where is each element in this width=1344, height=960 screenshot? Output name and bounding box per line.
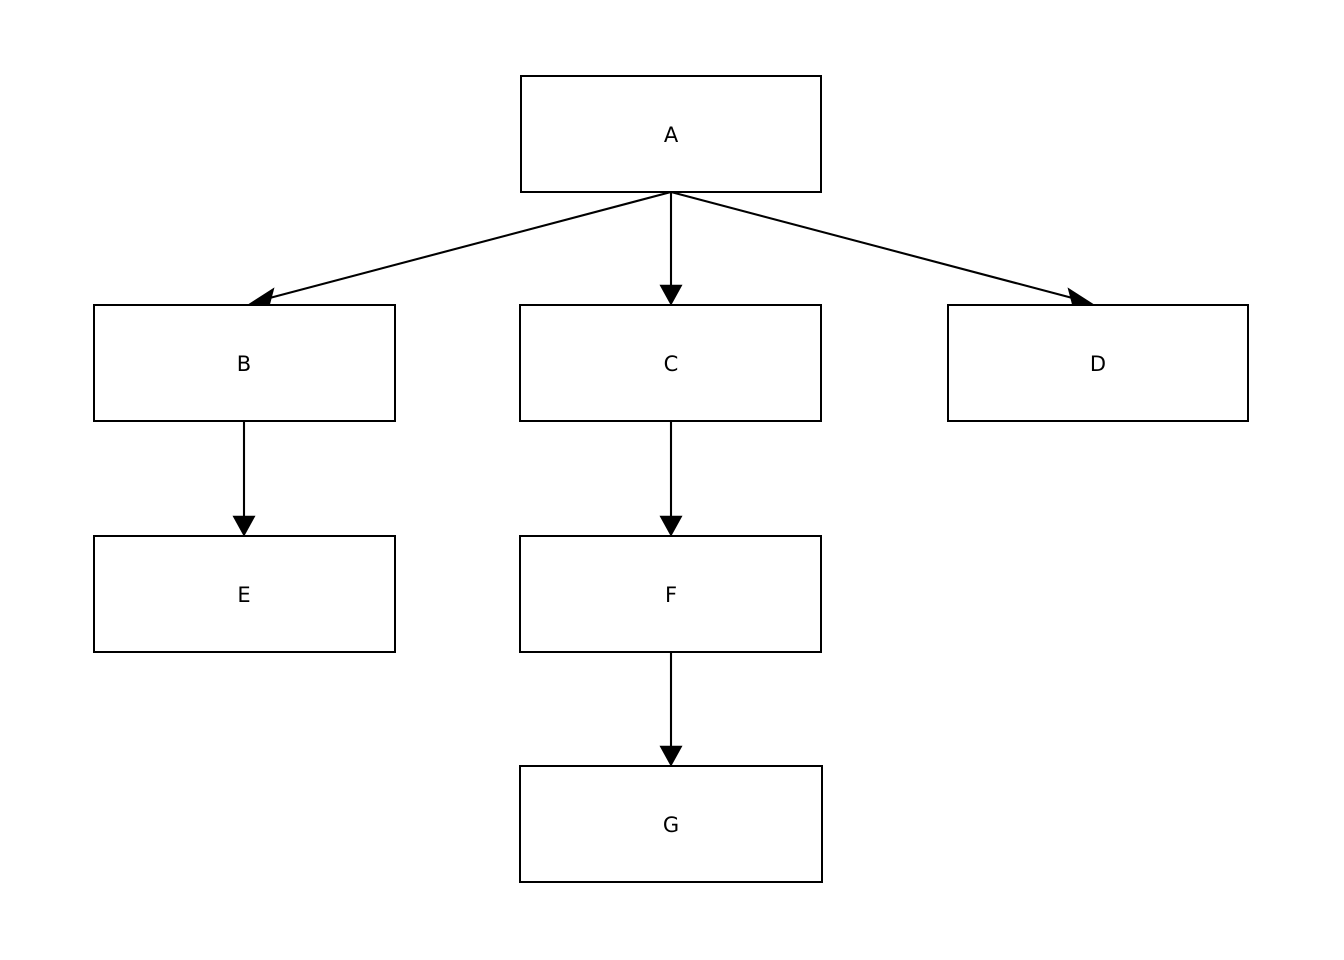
edge-layer	[232, 190, 1097, 767]
node-b-label: B	[237, 352, 251, 376]
node-e-box	[92, 534, 397, 654]
node-e[interactable]: E	[92, 534, 397, 654]
node-layer: A B C D E F	[92, 74, 1250, 884]
edge-a-to-c-arrowhead	[659, 284, 683, 306]
node-a-box	[519, 74, 823, 194]
node-g-box	[518, 764, 824, 884]
node-a-label: A	[664, 123, 679, 147]
node-g-label: G	[663, 813, 679, 837]
node-b-box	[92, 303, 397, 423]
node-b[interactable]: B	[92, 303, 397, 423]
edge-b-to-e-arrowhead	[232, 515, 256, 537]
edge-a-to-b-line	[261, 190, 672, 302]
edge-a-to-d[interactable]	[670, 190, 1097, 308]
edge-a-to-d-line	[670, 190, 1081, 302]
node-d-box	[946, 303, 1250, 423]
node-f[interactable]: F	[518, 534, 823, 654]
edge-f-to-g[interactable]	[659, 652, 683, 767]
node-c[interactable]: C	[518, 303, 823, 423]
node-d-label: D	[1090, 352, 1106, 376]
edge-a-to-c[interactable]	[659, 192, 683, 306]
node-f-box	[518, 534, 823, 654]
edge-c-to-f[interactable]	[659, 421, 683, 537]
node-e-label: E	[237, 583, 250, 607]
node-f-label: F	[665, 583, 677, 607]
edge-f-to-g-arrowhead	[659, 745, 683, 767]
node-d[interactable]: D	[946, 303, 1250, 423]
node-c-label: C	[664, 352, 679, 376]
edge-a-to-b[interactable]	[245, 190, 672, 308]
edge-b-to-e[interactable]	[232, 421, 256, 537]
node-a[interactable]: A	[519, 74, 823, 194]
node-g[interactable]: G	[518, 764, 824, 884]
node-c-box	[518, 303, 823, 423]
edge-c-to-f-arrowhead	[659, 515, 683, 537]
